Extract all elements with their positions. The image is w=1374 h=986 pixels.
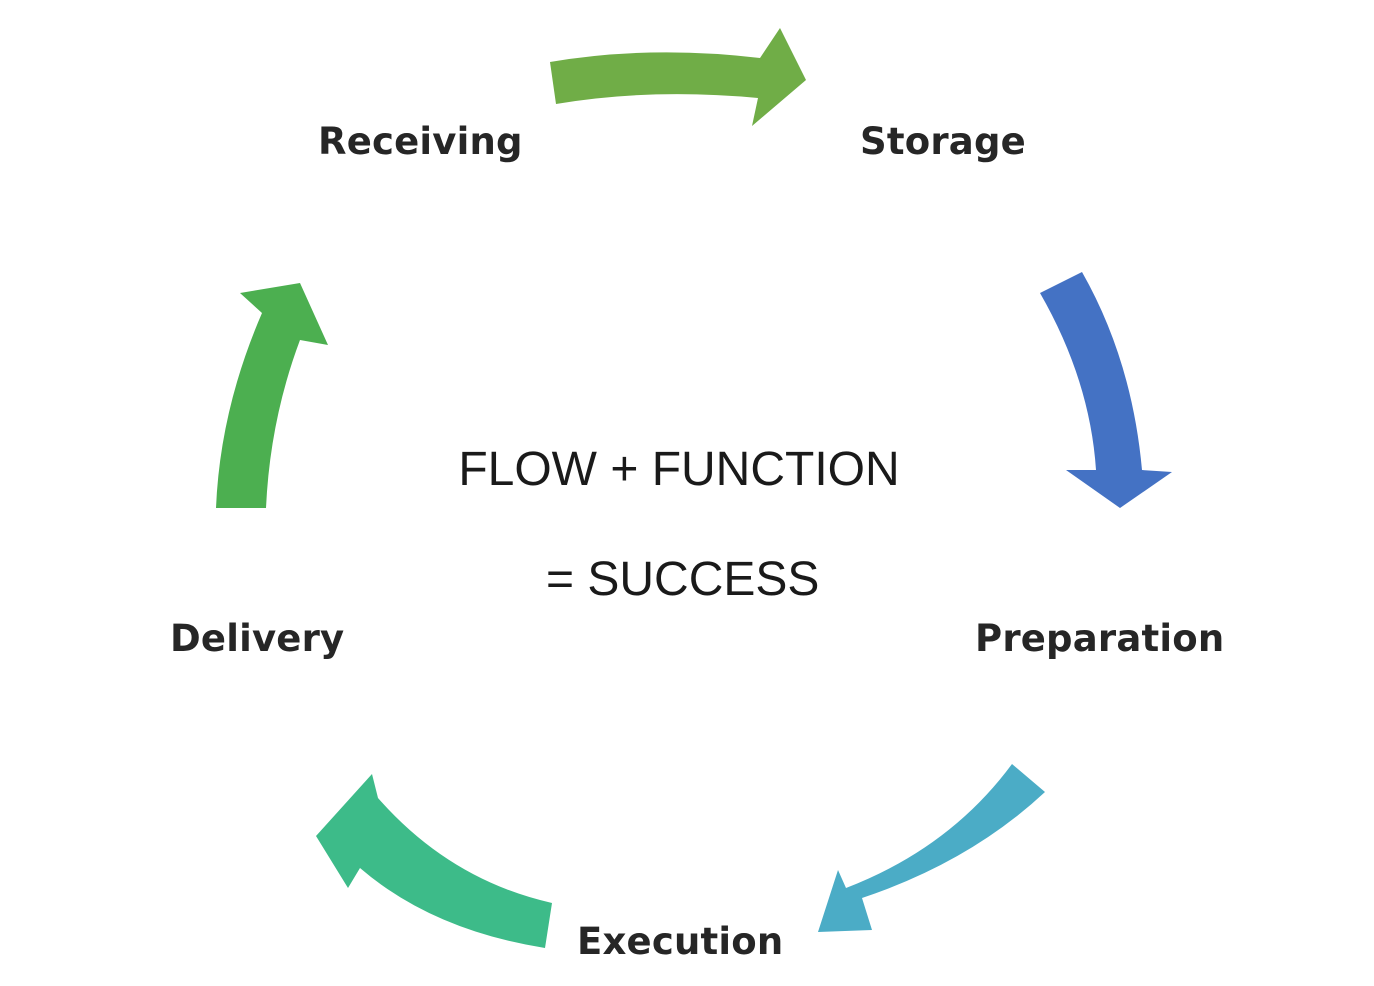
arrow-receiving-to-storage	[550, 28, 806, 126]
center-equation-line-2: = SUCCESS	[546, 553, 820, 606]
arrow-delivery-to-receiving	[216, 283, 328, 508]
center-equation-line-1: FLOW + FUNCTION	[458, 443, 900, 496]
stage-label-storage: Storage	[860, 120, 1026, 163]
arrow-execution-to-delivery	[316, 774, 552, 948]
stage-label-receiving: Receiving	[318, 120, 523, 163]
stage-label-execution: Execution	[577, 920, 784, 963]
stage-label-preparation: Preparation	[975, 617, 1225, 660]
arrow-preparation-to-execution	[818, 764, 1045, 932]
arrow-storage-to-preparation	[1040, 272, 1172, 508]
stage-label-delivery: Delivery	[170, 617, 345, 660]
